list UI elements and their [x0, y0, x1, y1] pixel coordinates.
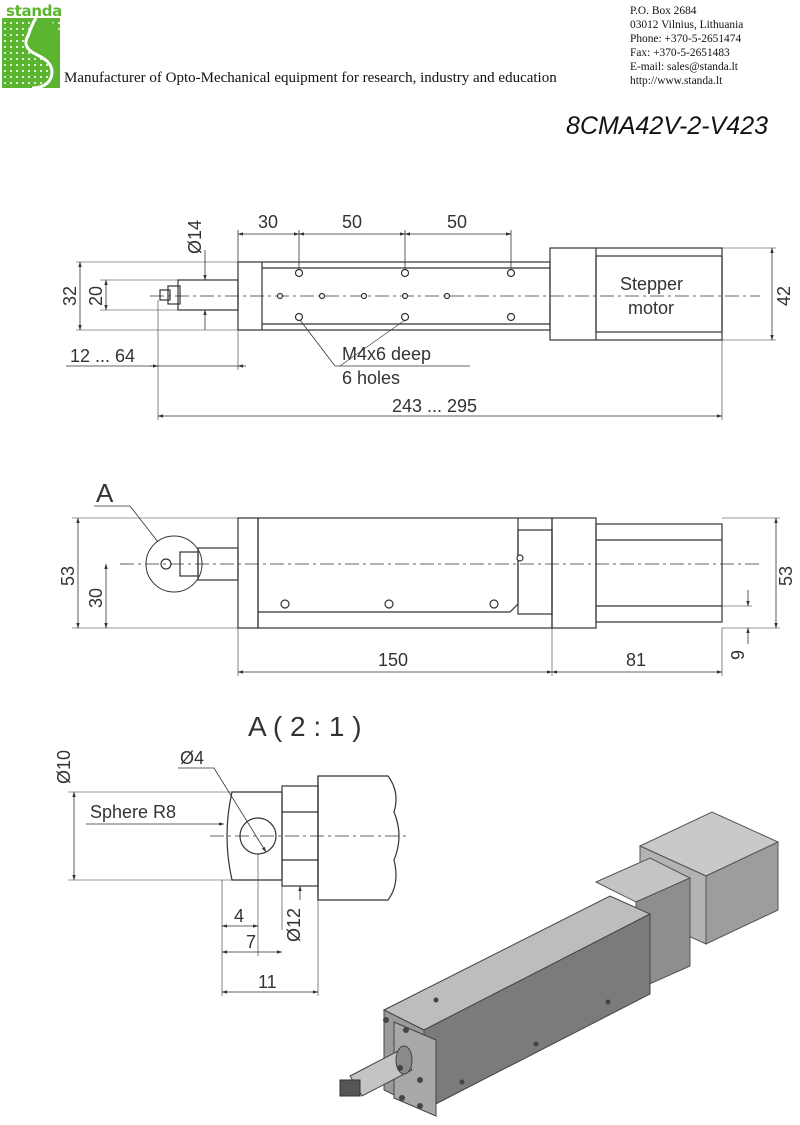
top-view-labels: 30 50 50 Ø14 32 20 42 12 ... 64 243 ... …	[60, 212, 794, 416]
top-view	[66, 230, 776, 420]
side-motor	[595, 523, 723, 623]
dim-11: 11	[258, 972, 277, 992]
dim-150: 150	[378, 650, 408, 670]
dim-42: 42	[774, 286, 794, 306]
shaft-ball	[159, 289, 171, 301]
dim-53-left: 53	[58, 566, 78, 586]
dim-32: 32	[60, 286, 80, 306]
motor-flange	[549, 247, 723, 341]
motor-label-line1: Stepper	[620, 274, 683, 294]
contact-email[interactable]: E-mail: sales@standa.lt	[630, 61, 738, 73]
header: standa Manufacturer of Opto-Mechanical e…	[0, 0, 800, 92]
tagline: Manufacturer of Opto-Mechanical equipmen…	[64, 70, 557, 86]
dim-30-top: 30	[258, 212, 278, 232]
front-plate	[237, 517, 259, 629]
contact-address: 03012 Vilnius, Lithuania	[630, 19, 744, 31]
contact-block: P.O. Box 2684 03012 Vilnius, Lithuania P…	[630, 4, 743, 88]
detail-a-labels: A ( 2 : 1 ) Ø10 Ø4 Sphere R8 4 7 11 Ø12	[54, 711, 362, 992]
dim-4: 4	[234, 906, 244, 926]
mounting-holes	[276, 268, 516, 322]
dim-diameter-4: Ø4	[180, 748, 204, 768]
detail-ref-a: A	[96, 478, 114, 508]
model-number: 8CMA42V-2-V423	[566, 112, 768, 140]
dim-overall-length: 243 ... 295	[392, 396, 477, 416]
shaft	[177, 279, 239, 311]
contact-phone: Phone: +370-5-2651474	[630, 33, 742, 45]
dim-50-b: 50	[447, 212, 467, 232]
shaft-body	[317, 775, 400, 901]
shaft-tip	[167, 285, 181, 305]
side-flange	[517, 529, 553, 615]
dim-7: 7	[246, 932, 256, 952]
standa-logo: standa	[2, 2, 62, 90]
logo-mark-icon	[2, 17, 60, 90]
motor-label-line2: motor	[628, 298, 674, 318]
dim-50-a: 50	[342, 212, 362, 232]
shaft-end	[226, 791, 283, 881]
carriage-edge	[258, 518, 519, 613]
contact-fax: Fax: +370-5-2651483	[630, 47, 730, 59]
contact-website[interactable]: http://www.standa.lt	[630, 75, 723, 87]
sphere-radius-label: Sphere R8	[90, 802, 176, 822]
holes-note-thread: M4x6 deep	[342, 344, 431, 364]
dim-travel: 12 ... 64	[70, 346, 135, 366]
dim-81: 81	[626, 650, 646, 670]
dim-diameter-14: Ø14	[185, 220, 205, 254]
holes-note-count: 6 holes	[342, 368, 400, 388]
dim-diameter-12: Ø12	[284, 908, 304, 942]
dim-53-right: 53	[776, 566, 796, 586]
side-coupling	[551, 517, 597, 629]
dim-30-side: 30	[86, 588, 106, 608]
stepper-motor	[595, 255, 723, 333]
dim-diameter-10: Ø10	[54, 750, 74, 784]
dim-20: 20	[86, 286, 106, 306]
side-view	[72, 505, 780, 676]
product-render	[339, 811, 780, 1117]
dim-9: 9	[728, 650, 748, 660]
contact-po-box: P.O. Box 2684	[630, 5, 697, 17]
detail-title: A ( 2 : 1 )	[248, 711, 362, 742]
detail-a-view	[68, 767, 410, 996]
logo-text: standa	[6, 2, 62, 20]
side-view-labels: A 53 30 150 81 53 9	[58, 478, 796, 670]
